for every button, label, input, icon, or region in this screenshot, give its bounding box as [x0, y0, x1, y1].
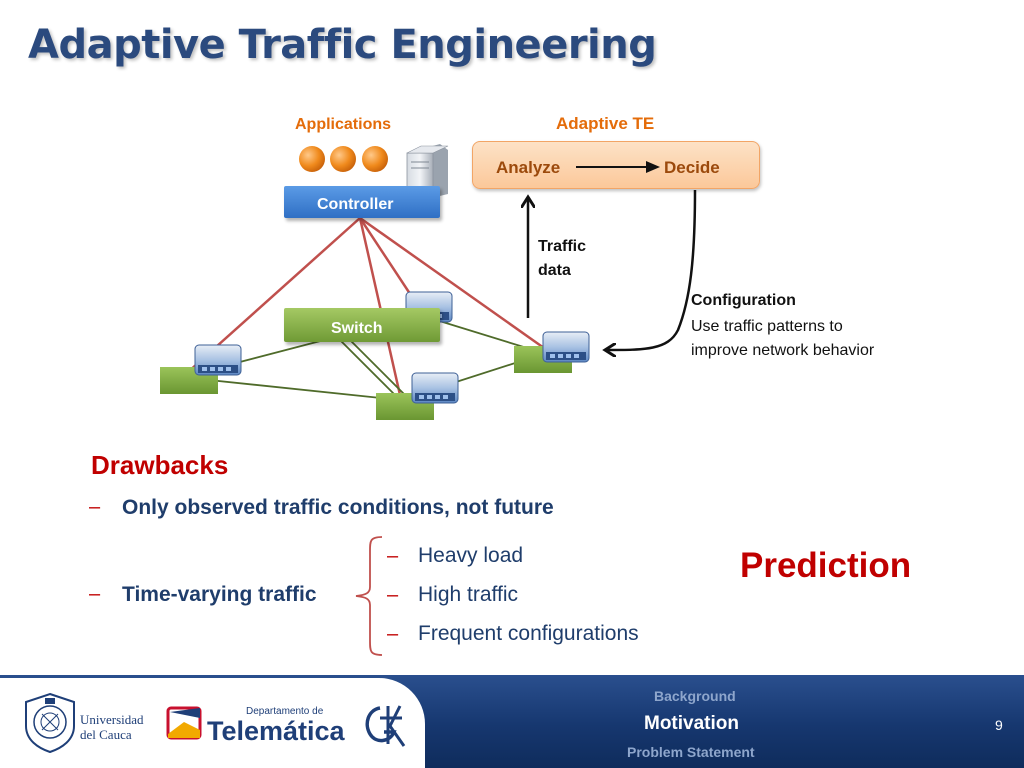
bullet-dash-2: – — [89, 583, 101, 605]
sub-item-high-traffic: High traffic — [418, 583, 518, 606]
telematica-label: Telemática — [207, 716, 345, 746]
configuration-arrow — [606, 189, 697, 350]
sub-dash-3: – — [387, 623, 399, 645]
git-logo-icon — [365, 705, 406, 747]
adaptive-te-box — [472, 141, 760, 189]
slide-title: Adaptive Traffic Engineering — [28, 22, 657, 68]
network-diagram — [160, 144, 697, 420]
prediction-label: Prediction — [740, 546, 912, 585]
sub-item-frequent-configurations: Frequent configurations — [418, 622, 639, 645]
decide-label: Decide — [664, 158, 720, 177]
controller-label: Controller — [317, 196, 394, 213]
drawback-item-1: Only observed traffic conditions, not fu… — [122, 496, 554, 519]
traffic-data-label-line2: data — [538, 262, 571, 279]
traffic-data-label-line1: Traffic — [538, 238, 587, 255]
telematica-logo-icon — [166, 706, 202, 740]
sub-item-heavy-load: Heavy load — [418, 544, 524, 567]
nav-background[interactable]: Background — [654, 688, 736, 704]
configuration-line1: Use traffic patterns to — [691, 318, 843, 335]
configuration-title: Configuration — [691, 292, 796, 309]
analyze-label: Analyze — [496, 158, 561, 177]
nav-problem-statement[interactable]: Problem Statement — [627, 744, 755, 760]
switch-bar — [284, 308, 440, 342]
drawback-item-2: Time-varying traffic — [122, 583, 317, 606]
departamento-label: Departamento de — [246, 706, 324, 717]
application-icons — [299, 146, 388, 172]
switch-label: Switch — [331, 320, 383, 337]
university-name-line2: del Cauca — [80, 727, 132, 742]
controller-bar — [284, 186, 440, 218]
adaptive-te-label: Adaptive TE — [556, 114, 655, 133]
university-name-line1: Universidad — [80, 712, 144, 727]
analyze-decide-arrow — [576, 161, 660, 173]
curly-brace — [355, 536, 383, 656]
sub-dash-2: – — [387, 584, 399, 606]
configuration-line2: improve network behavior — [691, 342, 875, 359]
page-number: 9 — [995, 717, 1003, 733]
drawbacks-heading: Drawbacks — [91, 450, 229, 480]
applications-label: Applications — [295, 116, 392, 133]
bullet-dash-1: – — [89, 496, 101, 518]
university-seal-icon — [25, 692, 75, 754]
sub-dash-1: – — [387, 545, 399, 567]
nav-motivation[interactable]: Motivation — [644, 713, 739, 734]
